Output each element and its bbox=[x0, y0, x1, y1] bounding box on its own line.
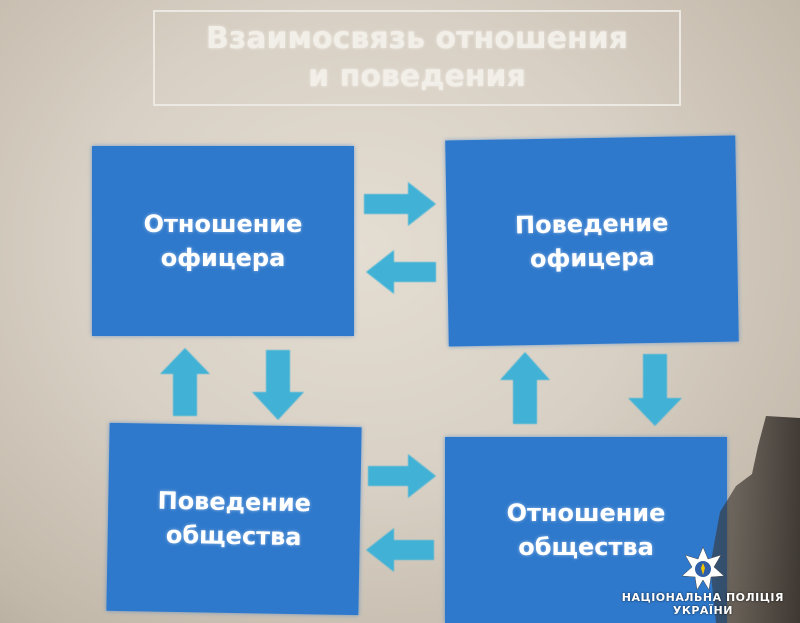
box-label-line-2: общества bbox=[518, 533, 654, 561]
arrow-right-icon bbox=[364, 182, 436, 226]
box-label-line-1: Поведение bbox=[514, 208, 669, 240]
arrow-right-icon bbox=[368, 454, 436, 498]
box-label-line-2: общества bbox=[165, 520, 302, 552]
arrow-down-icon bbox=[628, 354, 682, 426]
arrow-left-icon bbox=[366, 250, 436, 294]
box-label-line-2: офицера bbox=[160, 244, 286, 272]
watermark-line-2: УКРАЇНИ bbox=[672, 604, 733, 617]
police-watermark: НАЦІОНАЛЬНА ПОЛІЦІЯ УКРАЇНИ bbox=[622, 545, 784, 617]
box-label-line-1: Отношение bbox=[143, 210, 303, 238]
box-officer-attitude: Отношение офицера bbox=[92, 146, 354, 336]
box-society-behavior: Поведение общества bbox=[106, 422, 362, 616]
slide-title-line-2: и поведения bbox=[308, 59, 526, 94]
presenter-shadow bbox=[710, 416, 800, 623]
arrow-up-icon bbox=[160, 348, 210, 416]
box-label-line-1: Отношение bbox=[506, 499, 666, 527]
box-society-attitude: Отношение общества bbox=[445, 437, 727, 623]
arrow-down-icon bbox=[252, 350, 304, 420]
box-label-line-1: Поведение bbox=[157, 486, 312, 518]
arrow-up-icon bbox=[500, 352, 550, 424]
slide-title-line-1: Взаимосвязь отношения bbox=[205, 21, 629, 56]
arrow-left-icon bbox=[366, 528, 434, 572]
slide-title-box: Взаимосвязь отношения и поведения bbox=[153, 10, 681, 106]
watermark-line-1: НАЦІОНАЛЬНА ПОЛІЦІЯ bbox=[621, 591, 784, 604]
box-officer-behavior: Поведение офицера bbox=[445, 135, 739, 347]
police-star-icon bbox=[681, 546, 725, 591]
box-label-line-2: офицера bbox=[529, 242, 655, 274]
